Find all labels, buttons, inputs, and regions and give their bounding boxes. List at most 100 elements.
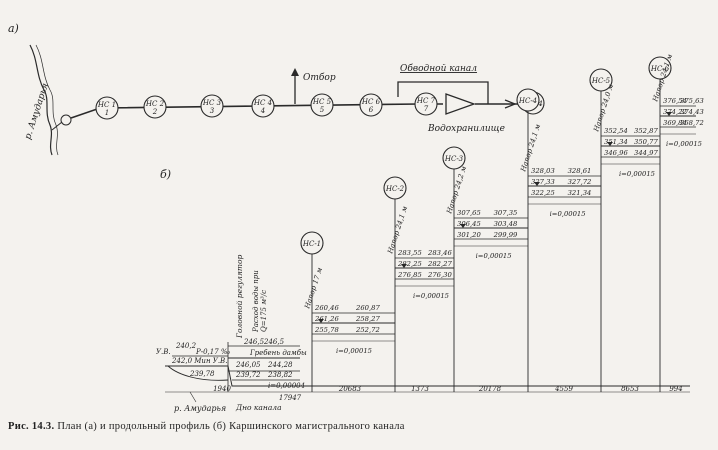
station-level-value: 322,25: [531, 189, 555, 197]
profile-station-label: НС-3: [444, 155, 464, 163]
profile-label: б): [160, 168, 171, 181]
plan-station-label: НС 6: [361, 98, 381, 106]
reg-slope-label: i=0,00004: [268, 382, 305, 390]
plan-station-6: [359, 93, 383, 117]
profile-station-label: НС-6: [650, 65, 670, 73]
profile-station-circle: [442, 146, 466, 170]
plan-station-label: НС 7: [416, 97, 436, 105]
plan-end-arrow-icon: [504, 99, 517, 109]
plan-station-number: 6: [369, 106, 374, 114]
plan-station-4: [251, 94, 275, 118]
offtake-label: Отбор: [303, 72, 336, 83]
profile-station-label: НС-4: [518, 97, 537, 105]
water-level-marker-icon: [460, 224, 466, 228]
station-level-value: 344,97: [634, 149, 658, 157]
km-label: 20683: [338, 385, 362, 393]
plan-river-bank: [35, 44, 59, 156]
dam-crest-label: Гребень дамбы: [249, 349, 307, 357]
plan-station-number: 1: [105, 109, 109, 117]
station-level-value: 321,34: [568, 189, 592, 197]
station-slope-label: i=0,00015: [336, 347, 372, 355]
station-level-value: 258,27: [355, 315, 380, 323]
bypass-label: Обводной канал: [400, 63, 477, 74]
profile-station-label: НС-5: [591, 77, 611, 85]
plan-station-3: [200, 94, 224, 118]
km-label: 1373: [411, 385, 429, 393]
water-level-marker-icon: [401, 264, 407, 268]
station-slope-label: i=0,00015: [413, 292, 449, 300]
station-level-value: 301,20: [457, 231, 481, 239]
station-level-value: 260,46: [314, 304, 339, 312]
reservoir-triangle: [445, 93, 476, 115]
station-level-value: 346,96: [604, 149, 628, 157]
station-level-value: 307,35: [494, 209, 518, 217]
station-level-value: 303,48: [494, 220, 518, 228]
water-level-marker-icon: [666, 112, 672, 116]
profile-station-circle: [383, 176, 407, 200]
water-level-marker-icon: [318, 319, 324, 323]
profile-station-circle: [589, 68, 613, 92]
reg-level-3: 246,05: [235, 361, 261, 369]
offtake-arrow-head-icon: [291, 68, 299, 76]
discharge-q-label: Q=175 м³/с: [260, 290, 268, 332]
profile-station-circle: [516, 88, 540, 112]
station-slope-label: i=0,00015: [666, 140, 702, 148]
station-level-value: 351,34: [604, 138, 628, 146]
plan-station-7: [414, 92, 438, 116]
profile-p-label: Р-0,17 ‰: [195, 348, 230, 356]
caption-text: План (а) и продольный профиль (б) Каршин…: [57, 421, 405, 432]
plan-station-number: 7: [424, 105, 429, 113]
station-level-value: 352,87: [634, 127, 658, 135]
km-label: 994: [669, 385, 682, 393]
profile-station-circle: [300, 231, 324, 255]
plan-station-1: [95, 96, 119, 120]
plan-station-number: 2: [152, 108, 158, 116]
station-level-value: 299,99: [493, 231, 518, 239]
profile-station-label: НС-2: [385, 185, 405, 193]
station-slope-label: i=0,00015: [550, 210, 586, 218]
profile-level-bottom: 239,78: [189, 370, 215, 378]
station-level-value: 327,72: [568, 178, 592, 186]
station-level-value: 375,63: [680, 97, 704, 105]
profile-start-level: 240,2: [175, 342, 197, 350]
plan-station-label: НС 3: [202, 99, 222, 107]
station-level-value: 261,26: [314, 315, 339, 323]
plan-label: а): [8, 22, 19, 35]
station-level-value: 368,72: [680, 119, 704, 127]
station-level-value: 276,30: [427, 271, 452, 279]
profile-station-head: Напор 24,1 м: [386, 205, 409, 256]
station-level-value: 306,45: [457, 220, 481, 228]
plan-intake-circle: [60, 114, 72, 126]
plan-river-line: [29, 44, 53, 156]
plan-station-label: НС 5: [312, 98, 332, 106]
station-level-value: 376,54: [663, 97, 687, 105]
station-level-value: 369,84: [663, 119, 687, 127]
km-label: 1940: [213, 385, 231, 393]
station-level-value: 252,72: [355, 326, 380, 334]
plan-station-2: [143, 95, 167, 119]
profile-level-min: 242,0 Мин У.В.: [171, 357, 227, 365]
station-level-value: 282,27: [427, 260, 452, 268]
profile-station-circle: [648, 56, 672, 80]
profile-river-bed: [167, 365, 229, 381]
figure-caption: Рис. 14.3. План (а) и продольный профиль…: [8, 421, 708, 432]
station-level-value: 255,78: [314, 326, 339, 334]
canal-bottom-label: Дно канала: [235, 403, 282, 412]
station-slope-label: i=0,00015: [476, 252, 512, 260]
head-regulator-label: Головной регулятор: [235, 254, 244, 339]
reg-level-2: 246,5: [263, 338, 285, 346]
reg-level-1: 246,5: [243, 338, 265, 346]
km-label: 17947: [279, 394, 302, 402]
plan-station-label: НС 4: [253, 99, 272, 107]
station-level-value: 283,46: [427, 249, 452, 257]
water-level-marker-icon: [534, 182, 540, 186]
km-label: 20178: [478, 385, 502, 393]
station-level-value: 260,87: [355, 304, 380, 312]
plan-station-number: 3: [210, 107, 215, 115]
station-level-value: 328,61: [568, 167, 592, 175]
station-level-value: 352,54: [604, 127, 628, 135]
